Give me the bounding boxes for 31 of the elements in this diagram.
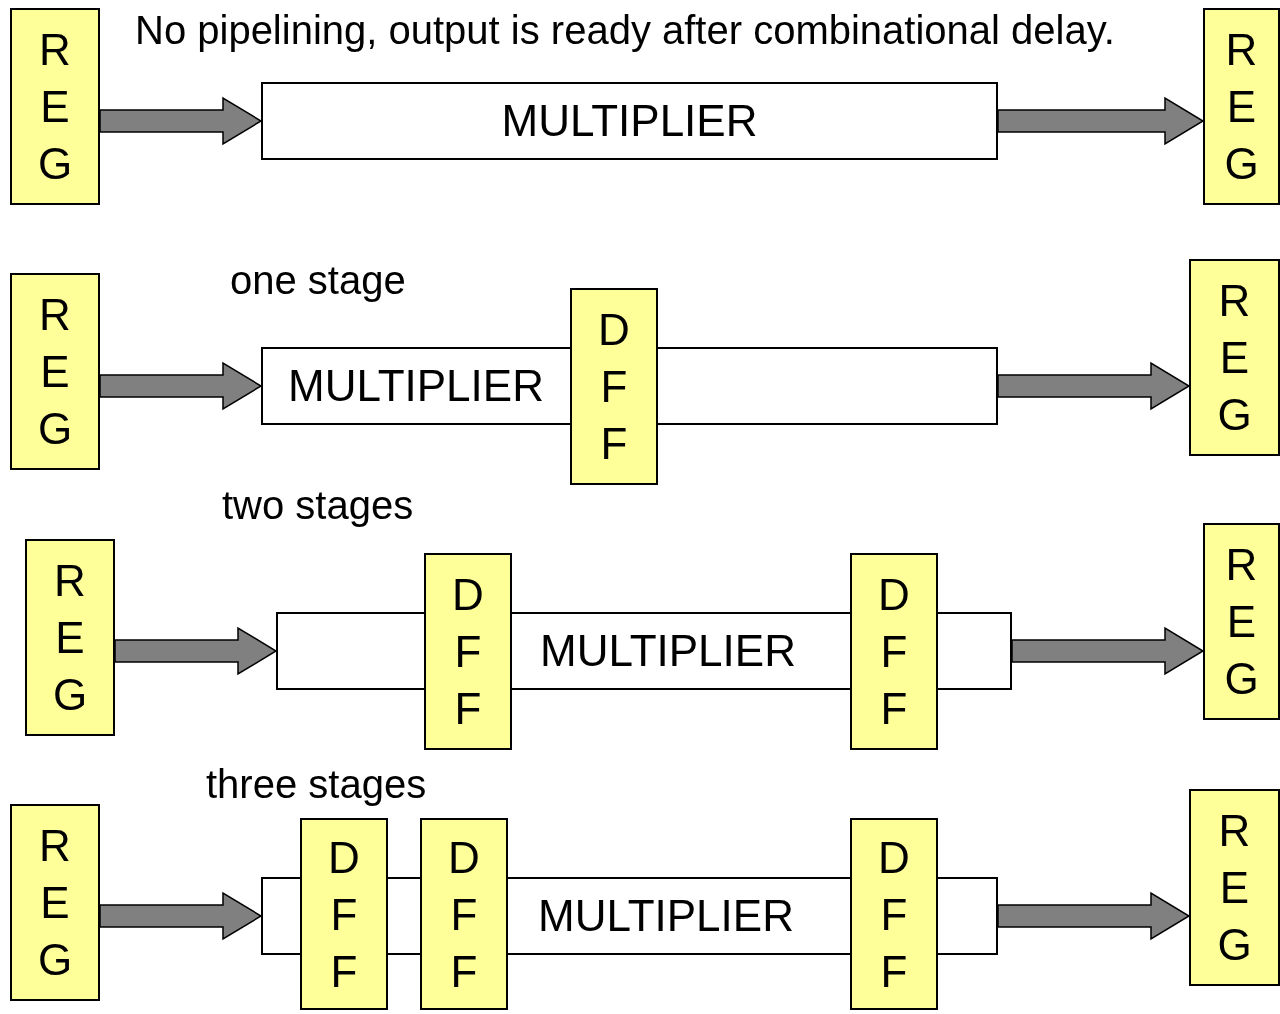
- stage-caption: two stages: [222, 483, 414, 528]
- register-box: R E G: [10, 273, 100, 470]
- register-box: R E G: [10, 8, 100, 205]
- register-box: R E G: [1203, 8, 1280, 205]
- flip-flop-box: D F F: [420, 818, 508, 1010]
- register-box: R E G: [1189, 789, 1280, 986]
- block-label: MULTIPLIER: [501, 96, 758, 146]
- register-box: R E G: [25, 539, 115, 736]
- register-box: R E G: [10, 804, 100, 1001]
- block-arrow: [997, 96, 1205, 146]
- flip-flop-box: D F F: [850, 553, 938, 750]
- block-arrow: [99, 96, 263, 146]
- register-box: R E G: [1203, 523, 1280, 720]
- flip-flop-box: D F F: [424, 553, 512, 750]
- register-box: R E G: [1189, 259, 1280, 456]
- flip-flop-box: D F F: [850, 818, 938, 1010]
- block-arrow: [114, 626, 278, 676]
- flip-flop-box: D F F: [300, 818, 388, 1010]
- block-arrow: [1011, 626, 1205, 676]
- multiplier-box: [261, 82, 998, 160]
- block-arrow: [99, 891, 263, 941]
- heading: No pipelining, output is ready after combinational delay.: [135, 8, 1115, 53]
- block-arrow: [997, 891, 1191, 941]
- block-arrow: [997, 361, 1191, 411]
- flip-flop-box: D F F: [570, 288, 658, 485]
- block-arrow: [99, 361, 263, 411]
- block-label: MULTIPLIER: [288, 361, 544, 411]
- block-label: MULTIPLIER: [538, 891, 794, 941]
- block-label: MULTIPLIER: [540, 626, 796, 676]
- stage-caption: one stage: [230, 258, 406, 303]
- stage-caption: three stages: [206, 762, 427, 807]
